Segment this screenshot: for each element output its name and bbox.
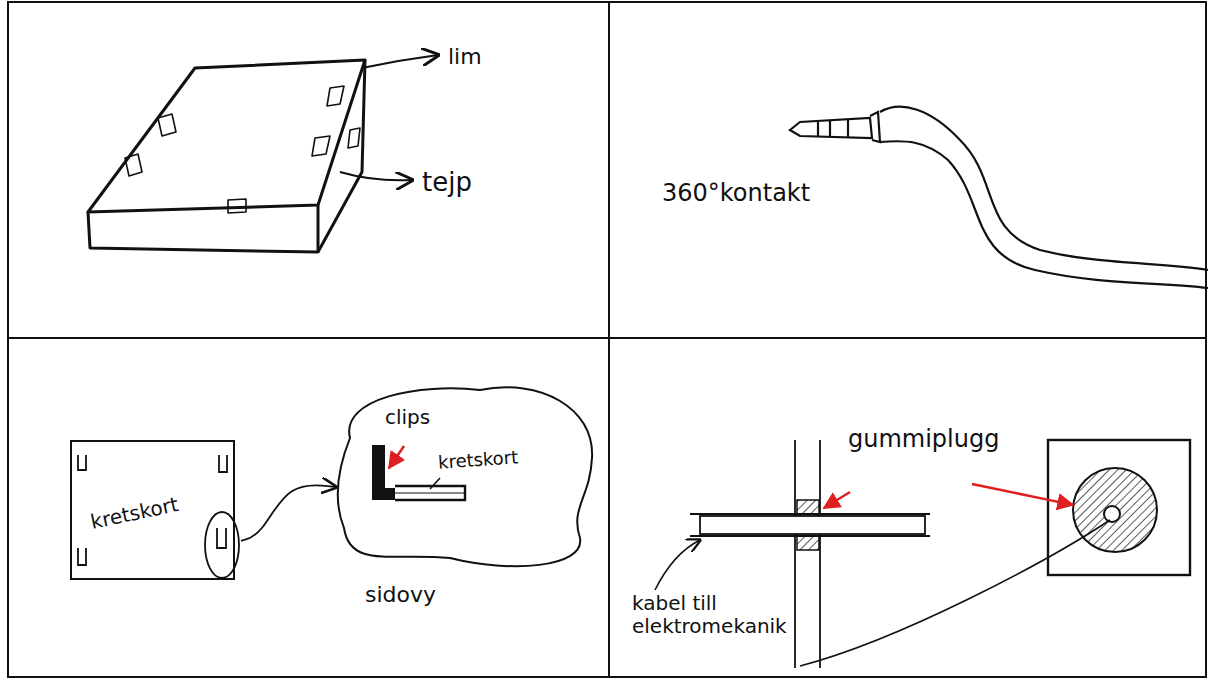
clip-detail [78,445,465,578]
box-sketch [88,60,365,252]
node-text: clips [385,406,430,429]
part-label: gummiplugg [848,426,999,454]
blob-outline [330,378,595,573]
leader-arrow [340,55,438,180]
view-label: sidovy [365,582,436,607]
part-label: 360°kontakt [662,180,810,208]
panel-frame [8,2,1206,677]
detail-callout: clips kretskort [330,378,595,573]
circuit-board: kretskort [70,440,235,580]
part-label: lim [448,44,482,69]
node-text: kretskort [89,493,181,534]
part-label: kabel till elektromekanik [632,592,807,638]
node-text: kretskort [437,447,518,473]
callout-connector [241,485,336,541]
jack-plug [790,107,1208,288]
blob-path [338,387,592,566]
part-label: tejp [422,168,472,198]
